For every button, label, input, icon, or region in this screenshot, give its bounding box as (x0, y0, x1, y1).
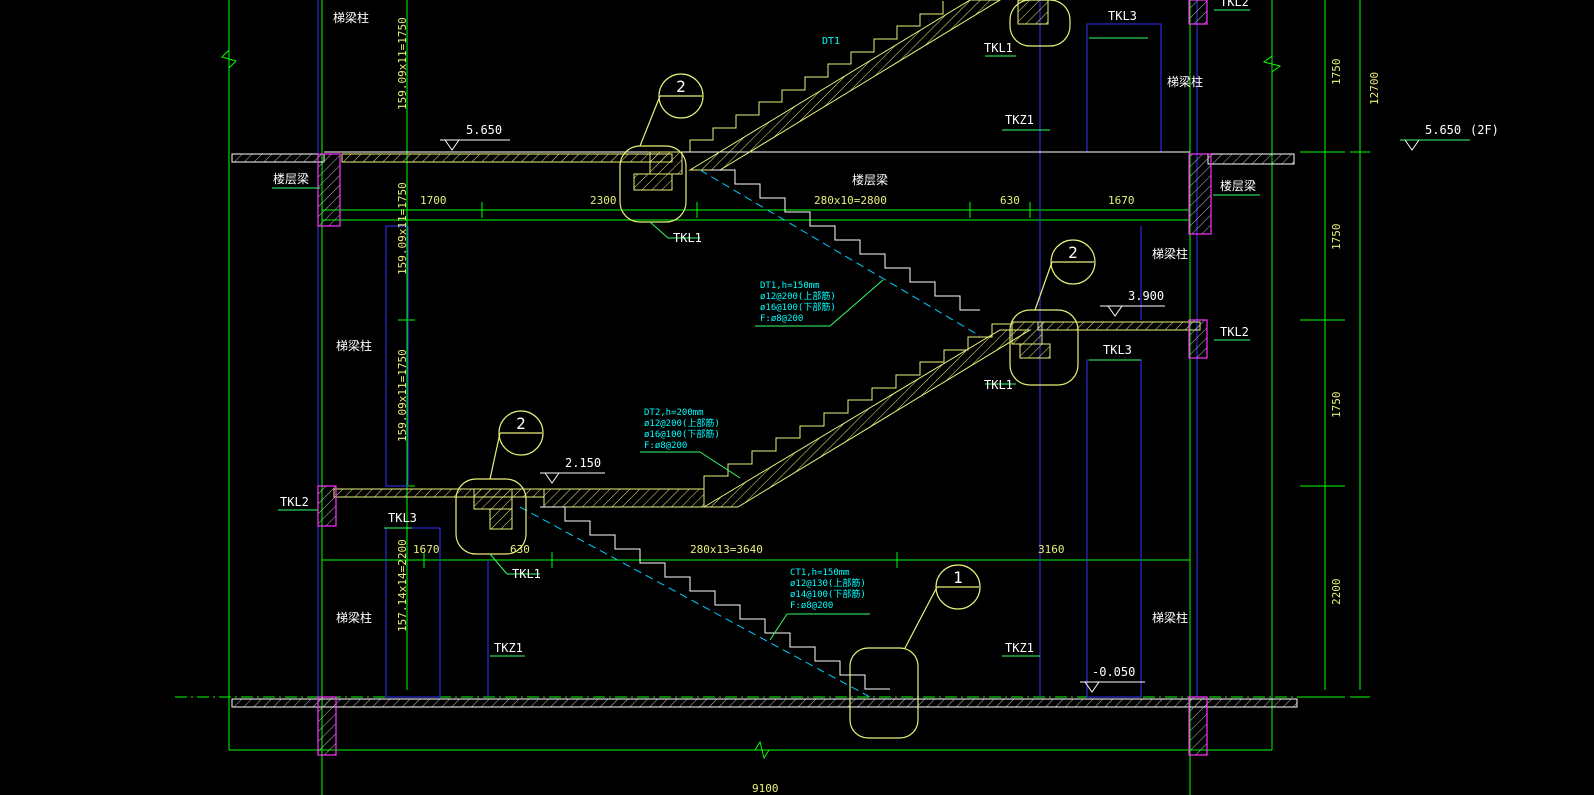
level-5650-right: 5.650 (1425, 123, 1461, 137)
axis-lines (175, 0, 1370, 795)
joint-highlight-outlines (455, 0, 1079, 739)
dim-right-12700: 12700 (1368, 72, 1381, 105)
note-dt1-line-4: F:ø8@200 (760, 314, 803, 324)
note-ct1-line-3: ø14@100(下部筋) (790, 588, 866, 600)
callout-mid-left-number: 2 (516, 414, 526, 433)
level-3900: 3.900 (1128, 289, 1164, 303)
beam-label-tkl1-b: TKL1 (984, 378, 1013, 392)
note-ct1-line-2: ø12@130(上部筋) (790, 577, 866, 589)
column-label-tkz1-bot-left: TKZ1 (494, 641, 523, 655)
dim-right-2200: 2200 (1330, 579, 1343, 606)
callout-top-number: 2 (676, 77, 686, 96)
note-ct1-line-4: F:ø8@200 (790, 601, 833, 611)
note-dt1-line-3: ø16@100(下部筋) (760, 301, 836, 313)
beam-label-tkl2-right: TKL2 (1220, 325, 1249, 339)
beam-label-tkl1-a: TKL1 (673, 231, 702, 245)
dim-vertical-bottom: 157.14x14=2200 (396, 539, 409, 632)
note-ct1: CT1,h=150mm ø12@130(上部筋) ø14@100(下部筋) F:… (790, 568, 866, 611)
callout-marks: 2 2 2 1 (516, 77, 1078, 587)
dim-2300: 2300 (590, 194, 617, 207)
dim-3160: 3160 (1038, 543, 1065, 556)
beam-outlines (317, 0, 1198, 698)
beam-details (473, 0, 1051, 530)
dashed-flights (519, 169, 981, 698)
dim-right-1750-c: 1750 (1330, 392, 1343, 419)
callout-mid-right-number: 2 (1068, 243, 1078, 262)
callout-bottom-number: 1 (953, 568, 963, 587)
level-5650: 5.650 (466, 123, 502, 137)
column-label-bot-left: 梯梁柱 (336, 610, 372, 625)
note-dt2-line-2: ø12@200(上部筋) (644, 417, 720, 429)
dim-9100: 9100 (752, 782, 779, 795)
dim-630-top: 630 (1000, 194, 1020, 207)
dim-630-bot: 630 (510, 543, 530, 556)
floor-slabs (231, 151, 1298, 708)
dim-1670-bot: 1670 (413, 543, 440, 556)
dim-right-1750-b: 1750 (1330, 224, 1343, 251)
note-ct1-line-1: CT1,h=150mm (790, 568, 850, 578)
dim-2800: 280x10=2800 (814, 194, 887, 207)
break-symbols (221, 49, 1282, 760)
column-label-mid-right: 梯梁柱 (1152, 246, 1188, 261)
column-label-mid-left: 梯梁柱 (336, 338, 372, 353)
note-dt1-line-2: ø12@200(上部筋) (760, 290, 836, 302)
note-dt2-line-1: DT2,h=200mm (644, 408, 704, 418)
stair-flights (688, 0, 1032, 508)
column-label-top-left: 梯梁柱 (333, 10, 369, 25)
beam-label-tkl3-top: TKL3 (1108, 9, 1137, 23)
beam-label-tkl3-mid: TKL3 (1103, 343, 1132, 357)
note-dt1: DT1,h=150mm ø12@200(上部筋) ø16@100(下部筋) F:… (760, 281, 836, 324)
beam-label-tkl1-top: TKL1 (984, 41, 1013, 55)
column-label-bot-right: 梯梁柱 (1152, 610, 1188, 625)
note-dt2-line-3: ø16@100(下部筋) (644, 428, 720, 440)
dim-1700: 1700 (420, 194, 447, 207)
column-label-tkz1-bot-right: TKZ1 (1005, 641, 1034, 655)
dim-3640: 280x13=3640 (690, 543, 763, 556)
dim-vertical-top: 159.09x11=1750 (396, 17, 409, 110)
dim-vertical-lower: 159.09x11=1750 (396, 349, 409, 442)
note-dt2: DT2,h=200mm ø12@200(上部筋) ø16@100(下部筋) F:… (644, 408, 720, 451)
beam-label-tkl3-left: TKL3 (388, 511, 417, 525)
flight-label-dt1: DT1 (822, 36, 840, 47)
dim-vertical-upper: 159.09x11=1750 (396, 182, 409, 275)
columns (317, 0, 1212, 756)
level-minus-0050: -0.050 (1092, 665, 1135, 679)
floor-beam-label-right: 楼层梁 (1220, 178, 1256, 193)
floor-beam-label-left: 楼层梁 (273, 171, 309, 186)
column-label-tkz1-top: TKZ1 (1005, 113, 1034, 127)
dim-1670-top: 1670 (1108, 194, 1135, 207)
floor-beam-label-mid: 楼层梁 (852, 172, 888, 187)
level-markers (440, 139, 1420, 693)
note-dt1-line-1: DT1,h=150mm (760, 281, 820, 291)
level-2150: 2.150 (565, 456, 601, 470)
beam-label-tkl1-c: TKL1 (512, 567, 541, 581)
level-floor-tag: (2F) (1470, 123, 1499, 137)
leader-lines (272, 9, 1470, 657)
callout-bubbles (489, 73, 1096, 649)
beam-label-tkl2-left: TKL2 (280, 495, 309, 509)
beam-label-tkl2-topright: TKL2 (1220, 0, 1249, 9)
column-label-top-right: 梯梁柱 (1167, 74, 1203, 89)
dim-right-1750-a: 1750 (1330, 59, 1343, 86)
note-dt2-line-4: F:ø8@200 (644, 441, 687, 451)
